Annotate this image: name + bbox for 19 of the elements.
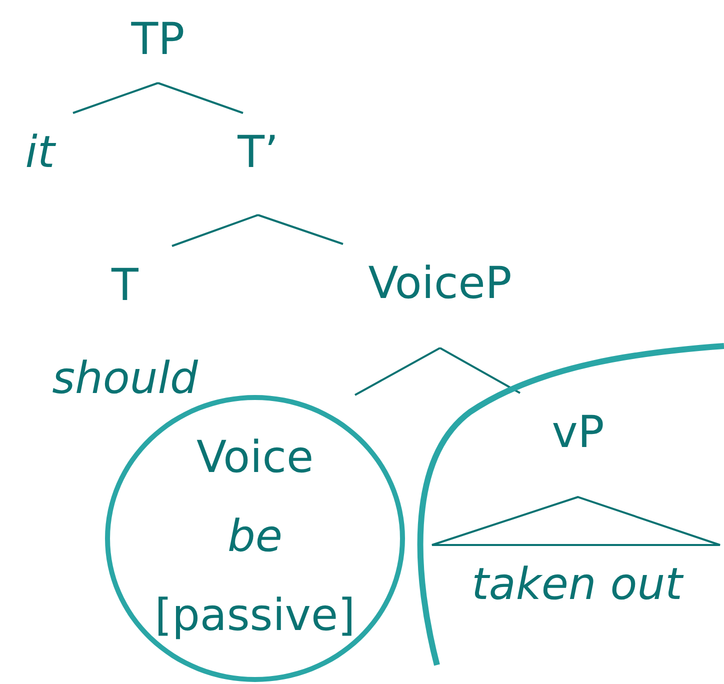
roof-triangle xyxy=(431,496,721,546)
category-label: [passive] xyxy=(154,589,356,644)
tree-branch xyxy=(72,82,158,114)
tree-branch xyxy=(158,82,244,114)
word-label: taken out xyxy=(472,558,682,612)
word-label: it xyxy=(25,126,55,180)
category-label: TP xyxy=(131,13,185,67)
tree-branch xyxy=(258,214,344,245)
word-label: should xyxy=(52,352,198,406)
category-label: vP xyxy=(552,406,604,460)
tree-branch xyxy=(354,347,440,396)
category-label: VoiceP xyxy=(368,257,512,311)
tree-branch xyxy=(172,214,258,247)
category-label: T’ xyxy=(238,126,278,180)
circled-node xyxy=(105,395,405,682)
category-label: Voice xyxy=(196,431,314,485)
word-label: be xyxy=(228,510,282,564)
tree-branch xyxy=(440,347,520,394)
category-label: T xyxy=(112,259,138,313)
